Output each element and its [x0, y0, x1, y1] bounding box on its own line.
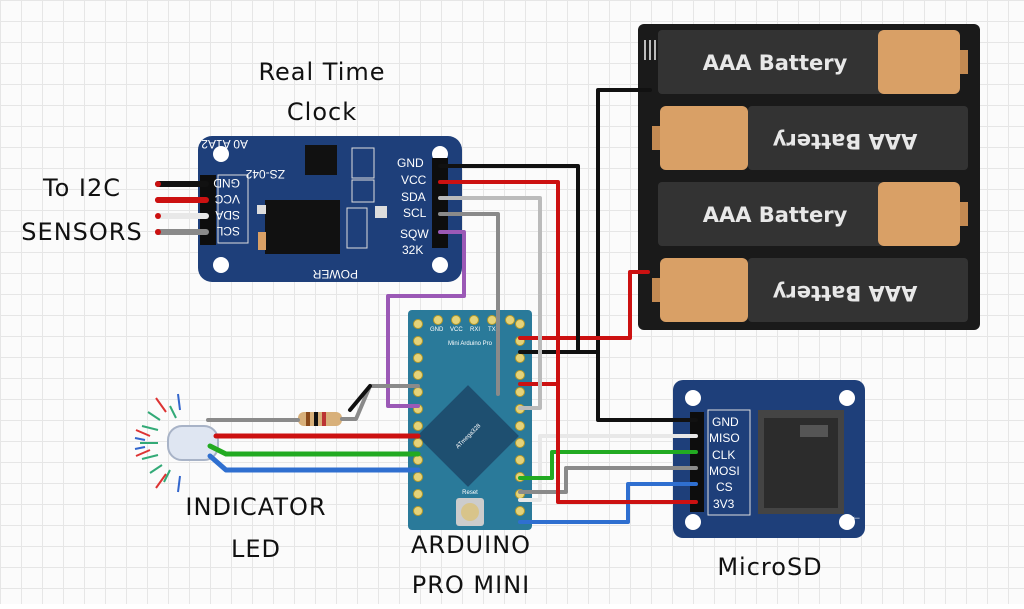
- rtc-right-pin-2: VCC: [401, 173, 427, 187]
- arduino-left-pin: [413, 506, 423, 516]
- arduino-left-pin: [413, 438, 423, 448]
- wire-sd-miso: [518, 434, 698, 502]
- arduino-left-pin: [413, 336, 423, 346]
- resistor: [298, 412, 342, 426]
- rtc-model-label: ZS-042: [245, 167, 285, 181]
- microsd-pin-3: CLK: [712, 448, 735, 462]
- led-caption-line2: LED: [231, 535, 281, 563]
- battery-cell-2: AAA Battery: [652, 106, 968, 170]
- rtc-right-pin-6: 32K: [402, 243, 423, 257]
- arduino-left-pin: [413, 353, 423, 363]
- microsd-pin-4: MOSI: [709, 464, 740, 478]
- wire-led-resistor-gnd: [348, 384, 372, 412]
- arduino-right-pin: [515, 370, 525, 380]
- indicator-led: [134, 393, 342, 493]
- arduino-left-pin: [413, 387, 423, 397]
- arduino-left-pin: [413, 472, 423, 482]
- arduino-right-pin: [515, 506, 525, 516]
- battery-pack: AAA Battery AAA Battery AAA Battery AAA …: [638, 24, 980, 330]
- wire-sd-3v3: [556, 382, 698, 504]
- microsd-caption: MicroSD: [717, 553, 822, 581]
- wire-led-blue: [207, 453, 421, 473]
- led-caption-line1: INDICATOR: [185, 493, 326, 521]
- battery-cell-4-label: AAA Battery: [772, 281, 917, 305]
- rtc-left-pin-2: VCC: [214, 192, 240, 206]
- battery-cell-3-label: AAA Battery: [703, 203, 848, 227]
- rtc-title-line1: Real Time: [258, 58, 385, 86]
- arduino-top-pin-4: TXO: [488, 327, 501, 333]
- microsd-pin-2: MISO: [709, 431, 740, 445]
- battery-spring-1: [644, 40, 656, 60]
- arduino-left-pin: [413, 489, 423, 499]
- arduino-left-pin: [413, 319, 423, 329]
- arduino-right-pin: [515, 353, 525, 363]
- wire-sd-mosi: [518, 466, 698, 494]
- rtc-power-label: POWER: [312, 267, 358, 281]
- arduino-top-pin-1: GND: [430, 327, 444, 333]
- wire-led-common: [206, 384, 420, 422]
- battery-holder: [638, 24, 980, 330]
- wire-rtc-sqw: [386, 230, 466, 408]
- battery-cell-2-label: AAA Battery: [772, 129, 917, 153]
- rtc-module: GND VCC SDA SCL A0 A1A2 ZS-042 POWER GND…: [198, 136, 462, 282]
- rtc-title-line2: Clock: [287, 98, 357, 126]
- rtc-main-chip: [265, 200, 340, 254]
- wire-rtc-scl: [438, 212, 500, 396]
- wires: [155, 88, 698, 524]
- rtc-top-label: A0 A1A2: [201, 137, 248, 151]
- wire-rtc-sda: [438, 196, 542, 410]
- arduino-right-pin: [515, 438, 525, 448]
- arduino-right-pin: [515, 421, 525, 431]
- rtc-right-pin-4: SCL: [403, 206, 427, 220]
- arduino-top-pin-3: RXI: [470, 327, 480, 333]
- battery-cell-4: AAA Battery: [652, 258, 968, 322]
- arduino-board-label: Mini Arduino Pro: [448, 341, 493, 347]
- rtc-right-pin-3: SDA: [401, 190, 426, 204]
- wire-sd-clk: [518, 450, 698, 480]
- rtc-left-pin-1: GND: [213, 176, 240, 190]
- rtc-right-pin-1: GND: [397, 156, 424, 170]
- arduino-caption-line2: PRO MINI: [412, 571, 530, 599]
- arduino-top-pin: [487, 315, 497, 325]
- arduino-left-pin: [413, 370, 423, 380]
- arduino-top-pin: [451, 315, 461, 325]
- wire-led-green: [207, 443, 421, 457]
- arduino-chip: [417, 385, 519, 487]
- arduino-right-pin: [515, 319, 525, 329]
- rtc-left-pin-4: SCL: [216, 224, 240, 238]
- wire-battery-pos: [518, 270, 650, 340]
- rtc-right-pin-5: SQW: [400, 227, 429, 241]
- arduino-right-pin: [515, 387, 525, 397]
- wire-sd-gnd: [596, 350, 698, 422]
- arduino-reset-label: Reset: [462, 490, 478, 496]
- microsd-arrow: ←: [850, 509, 862, 523]
- led-glow-red: [135, 397, 167, 489]
- led-body: [167, 425, 219, 461]
- microsd-pin-1: GND: [712, 415, 739, 429]
- arduino-pro-mini: ATmega328 Mini Arduino Pro GND VCC RXI T…: [408, 310, 532, 530]
- arduino-caption-line1: ARDUINO: [411, 531, 531, 559]
- microsd-pin-5: CS: [716, 480, 733, 494]
- arduino-top-pin-2: VCC: [450, 327, 463, 333]
- battery-cell-1: AAA Battery: [658, 30, 968, 94]
- arduino-top-pin: [433, 315, 443, 325]
- led-glow-blue: [134, 393, 181, 493]
- led-glow-green: [140, 405, 177, 483]
- microsd-pin-6: 3V3: [713, 497, 735, 511]
- battery-cell-3: AAA Battery: [658, 182, 968, 246]
- rtc-eeprom-chip: [305, 145, 337, 175]
- arduino-top-pin: [469, 315, 479, 325]
- microsd-module: GND MISO CLK MOSI CS 3V3 ←: [673, 380, 865, 538]
- i2c-caption-line1: To I2C: [42, 174, 121, 202]
- arduino-left-pin: [413, 421, 423, 431]
- rtc-left-pin-3: SDA: [215, 208, 240, 222]
- arduino-top-pin: [505, 315, 515, 325]
- arduino-right-pin: [515, 455, 525, 465]
- i2c-caption-line2: SENSORS: [21, 218, 142, 246]
- arduino-left-pin: [413, 455, 423, 465]
- battery-cell-1-label: AAA Battery: [703, 51, 848, 75]
- wire-rtc-gnd: [438, 164, 580, 354]
